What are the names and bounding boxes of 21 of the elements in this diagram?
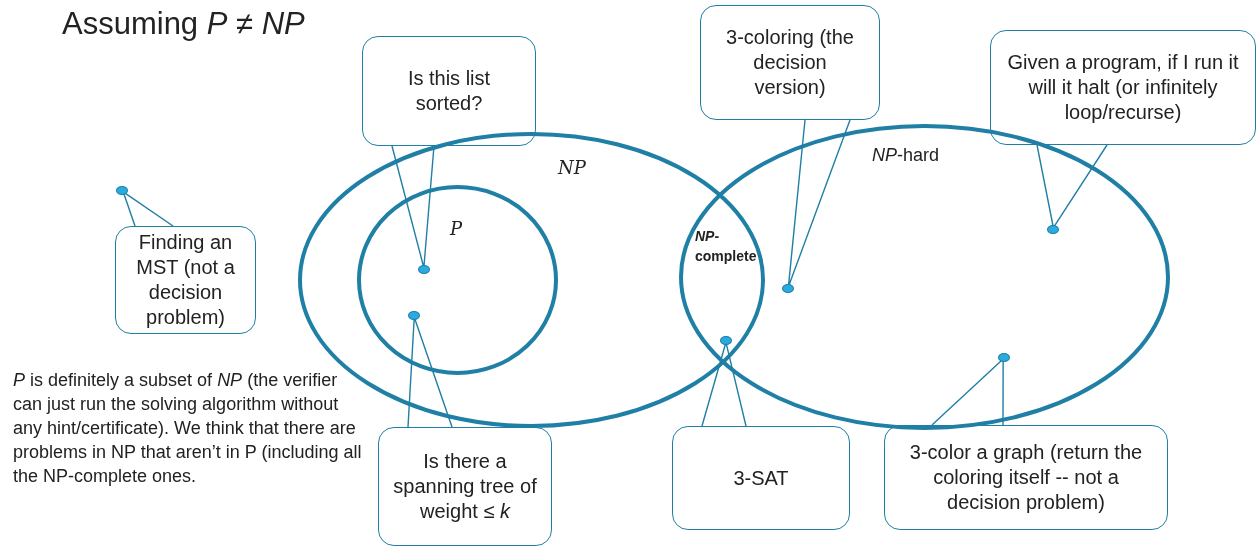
callout-tail (931, 358, 1004, 426)
callout-tail (122, 191, 174, 227)
point-marker (1047, 225, 1059, 234)
speech-bubble: Is there a spanning tree of weight ≤ k (378, 427, 552, 546)
speech-bubble: Is this list sorted? (362, 36, 536, 146)
speech-bubble: Given a program, if I run it will it halt (or infinitely loop/recurse) (990, 30, 1256, 145)
point-marker (418, 265, 430, 274)
point-marker (998, 353, 1010, 362)
explanation-text: P is definitely a subset of NP (the verifier can just run the solving algorithm without any hint/certificate). We think that there are problems in NP that aren’t in P (including all the NP-complete ones. (13, 369, 363, 488)
speech-bubble: 3-color a graph (return the coloring itself -- not a decision problem) (884, 425, 1168, 530)
speech-bubble: 3-SAT (672, 426, 850, 530)
point-marker (116, 186, 128, 195)
set-label: NP-hard (872, 145, 940, 166)
point-marker (720, 336, 732, 345)
region-label: NP- complete (695, 227, 758, 266)
point-marker (408, 311, 420, 320)
speech-bubble: 3-coloring (the decision version) (700, 5, 880, 120)
set-label: NP (558, 157, 586, 178)
set-label: P (450, 218, 463, 239)
speech-bubble: Finding an MST (not a decision problem) (115, 226, 256, 334)
slide-title: Assuming P ≠ NP (62, 6, 305, 42)
